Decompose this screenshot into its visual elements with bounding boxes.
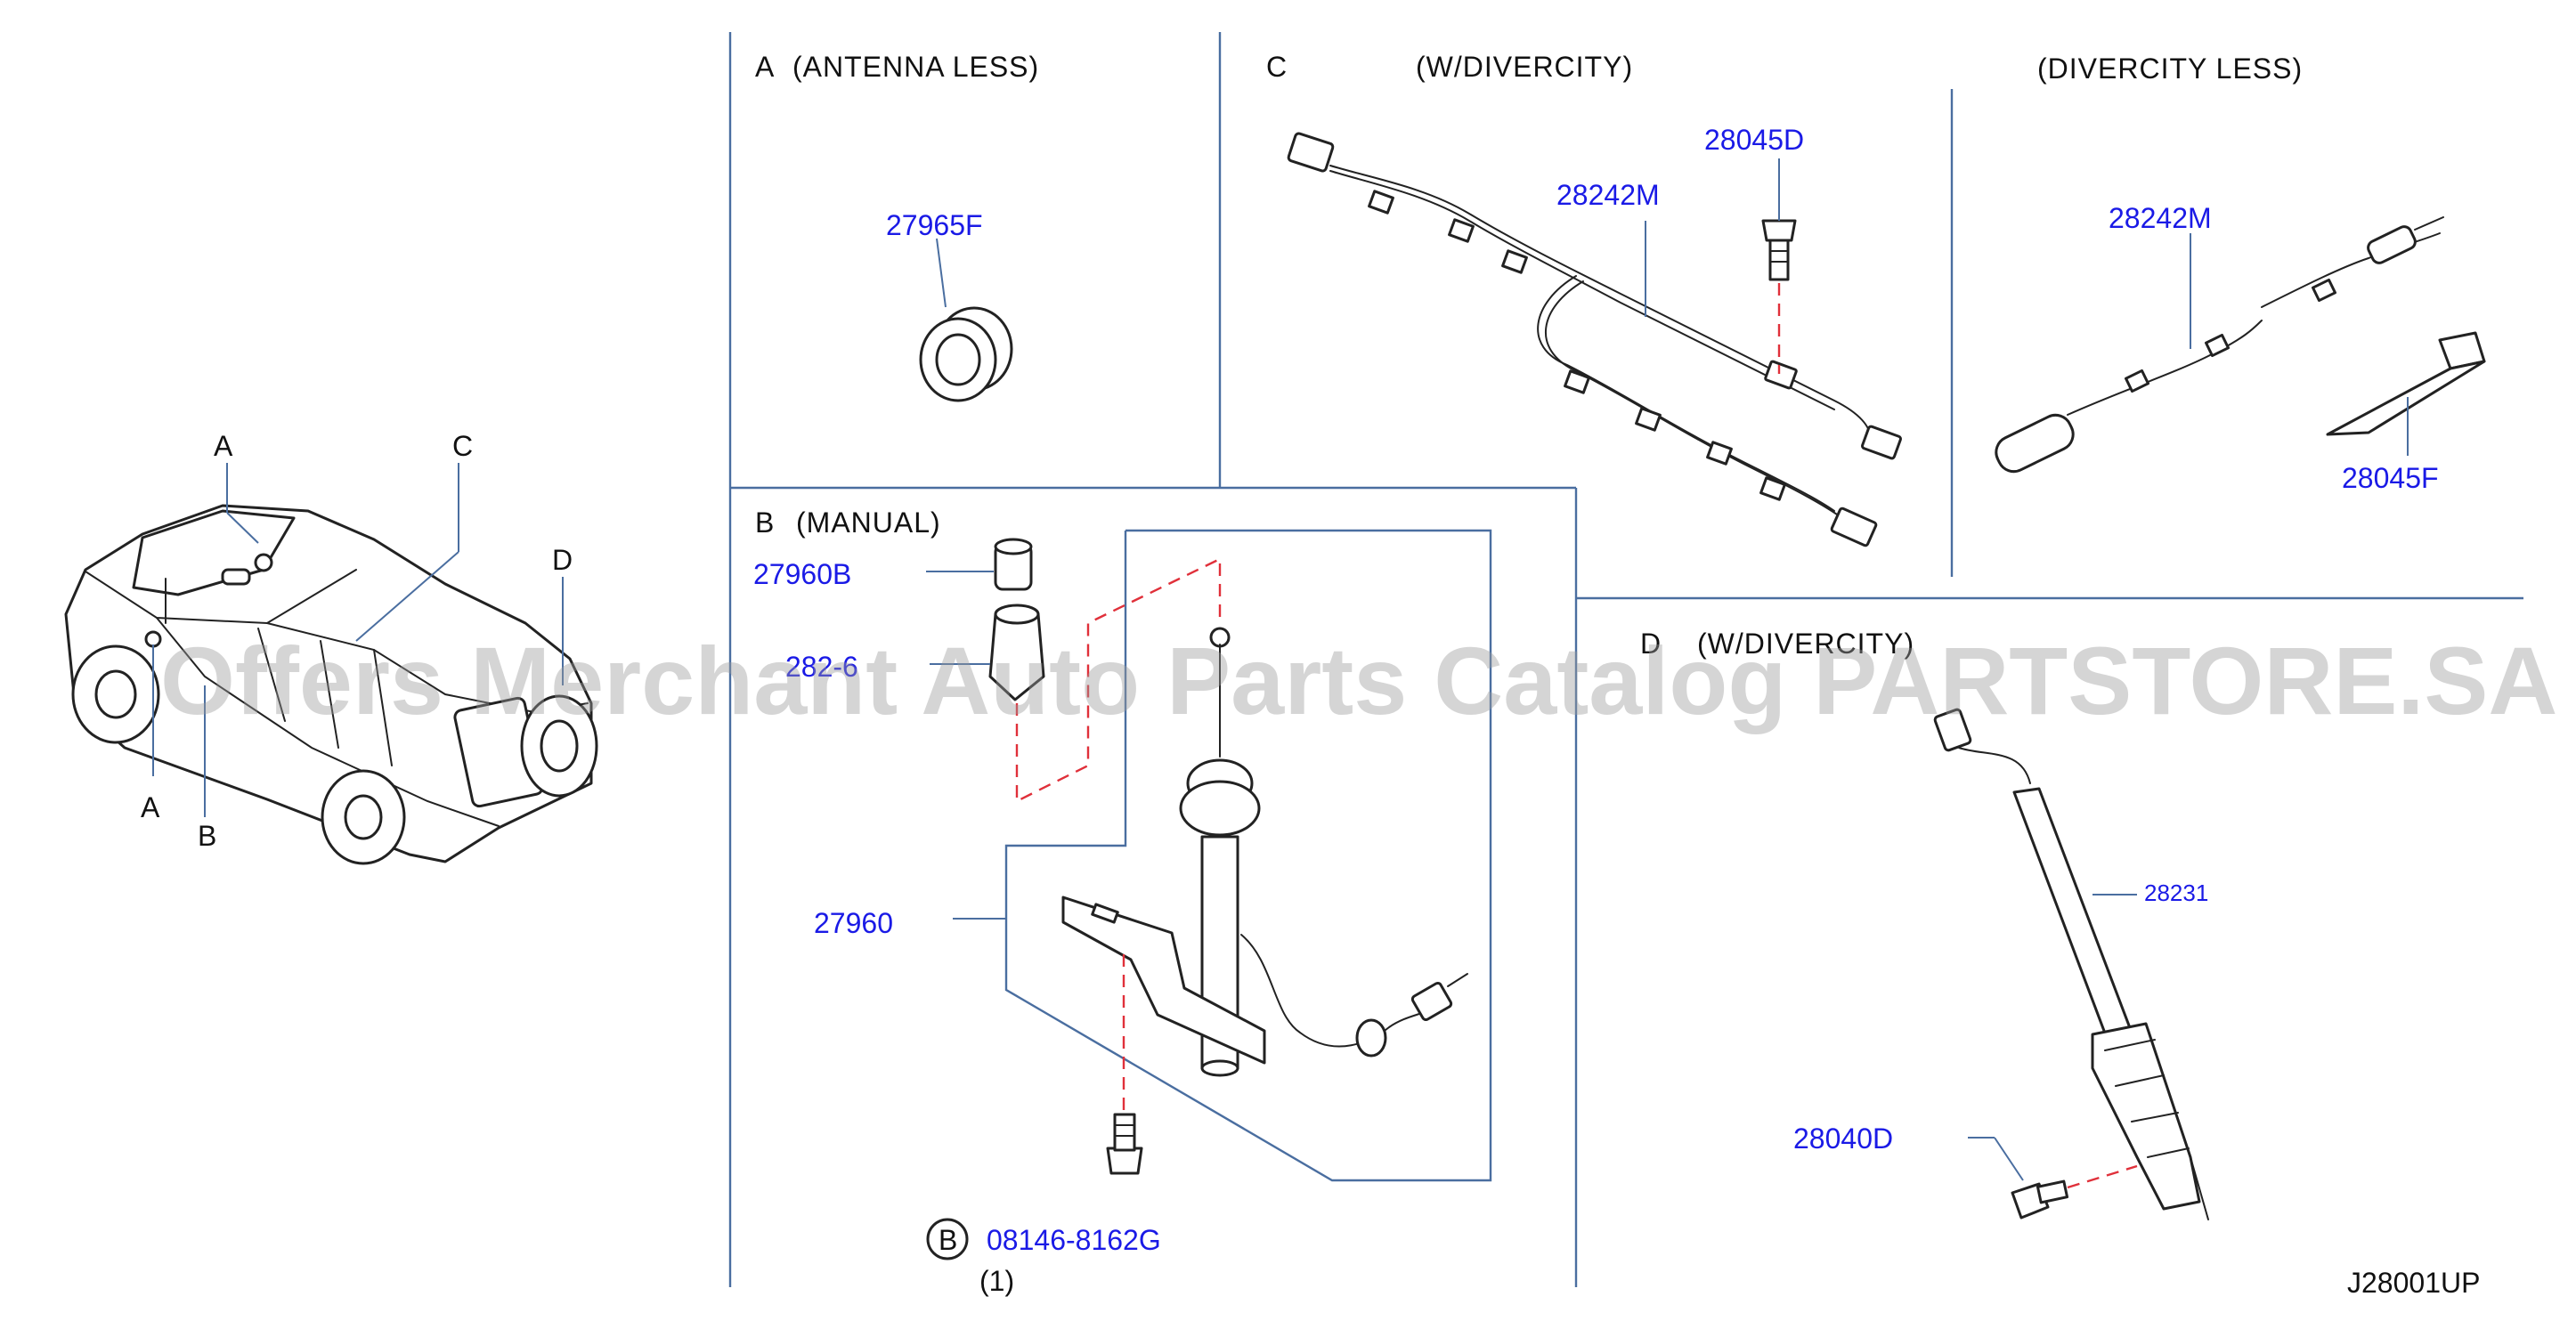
diagram-code: J28001UP bbox=[2347, 1267, 2480, 1299]
section-a-letter: A bbox=[755, 51, 775, 83]
part-28040D[interactable]: 28040D bbox=[1793, 1122, 1893, 1155]
bolt-ref-circle-b: B bbox=[939, 1224, 957, 1256]
section-b-title: (MANUAL) bbox=[796, 507, 941, 539]
part-28045D[interactable]: 28045D bbox=[1704, 124, 1804, 156]
antenna-feeder-cable-c bbox=[1287, 132, 1902, 547]
part-28242M-c2[interactable]: 28242M bbox=[2109, 202, 2212, 234]
section-frames bbox=[728, 32, 2523, 1287]
vehicle-callout-a-top: A bbox=[214, 430, 233, 462]
clip-28045F bbox=[2326, 331, 2486, 456]
cap-27960B bbox=[926, 538, 1033, 591]
part-27965F[interactable]: 27965F bbox=[886, 209, 983, 241]
part-28231[interactable]: 28231 bbox=[2144, 879, 2208, 906]
grommet-27965F bbox=[919, 238, 1013, 402]
section-divercity-less-title: (DIVERCITY LESS) bbox=[2037, 53, 2303, 85]
section-d-letter: D bbox=[1640, 628, 1662, 660]
bolt-08146-8162G bbox=[926, 954, 1143, 1260]
part-27960B[interactable]: 27960B bbox=[753, 558, 851, 590]
antenna-feeder-cable-divercity-less bbox=[1995, 216, 2444, 474]
part-08146-quantity: (1) bbox=[979, 1265, 1014, 1297]
vehicle-callout-d: D bbox=[552, 544, 573, 576]
part-27960[interactable]: 27960 bbox=[814, 907, 893, 939]
section-d-title: (W/DIVERCITY) bbox=[1697, 628, 1914, 660]
amplifier-cable-28231 bbox=[1933, 708, 2209, 1220]
section-a-title: (ANTENNA LESS) bbox=[792, 51, 1039, 83]
vehicle-callout-c: C bbox=[452, 430, 473, 462]
antenna-rod-27960 bbox=[953, 627, 1468, 1077]
part-282x6[interactable]: 282-6 bbox=[785, 651, 858, 683]
vehicle-callout-a-bottom: A bbox=[141, 791, 160, 823]
vehicle-callout-b: B bbox=[198, 820, 216, 852]
bolt-28045D bbox=[1761, 158, 1797, 374]
section-c-title: (W/DIVERCITY) bbox=[1416, 51, 1633, 83]
part-08146-8162G[interactable]: 08146-8162G bbox=[987, 1224, 1161, 1256]
vehicle-overview bbox=[64, 463, 598, 865]
section-c-letter: C bbox=[1266, 51, 1288, 83]
part-28045F[interactable]: 28045F bbox=[2342, 462, 2439, 494]
bolt-28040D bbox=[1968, 1137, 2138, 1220]
section-b-letter: B bbox=[755, 507, 775, 539]
part-28242M-c[interactable]: 28242M bbox=[1556, 179, 1660, 211]
watermark-text: Offers Merchant Auto Parts Catalog PARTS… bbox=[160, 627, 2557, 734]
grommet-282x6 bbox=[930, 557, 1222, 803]
